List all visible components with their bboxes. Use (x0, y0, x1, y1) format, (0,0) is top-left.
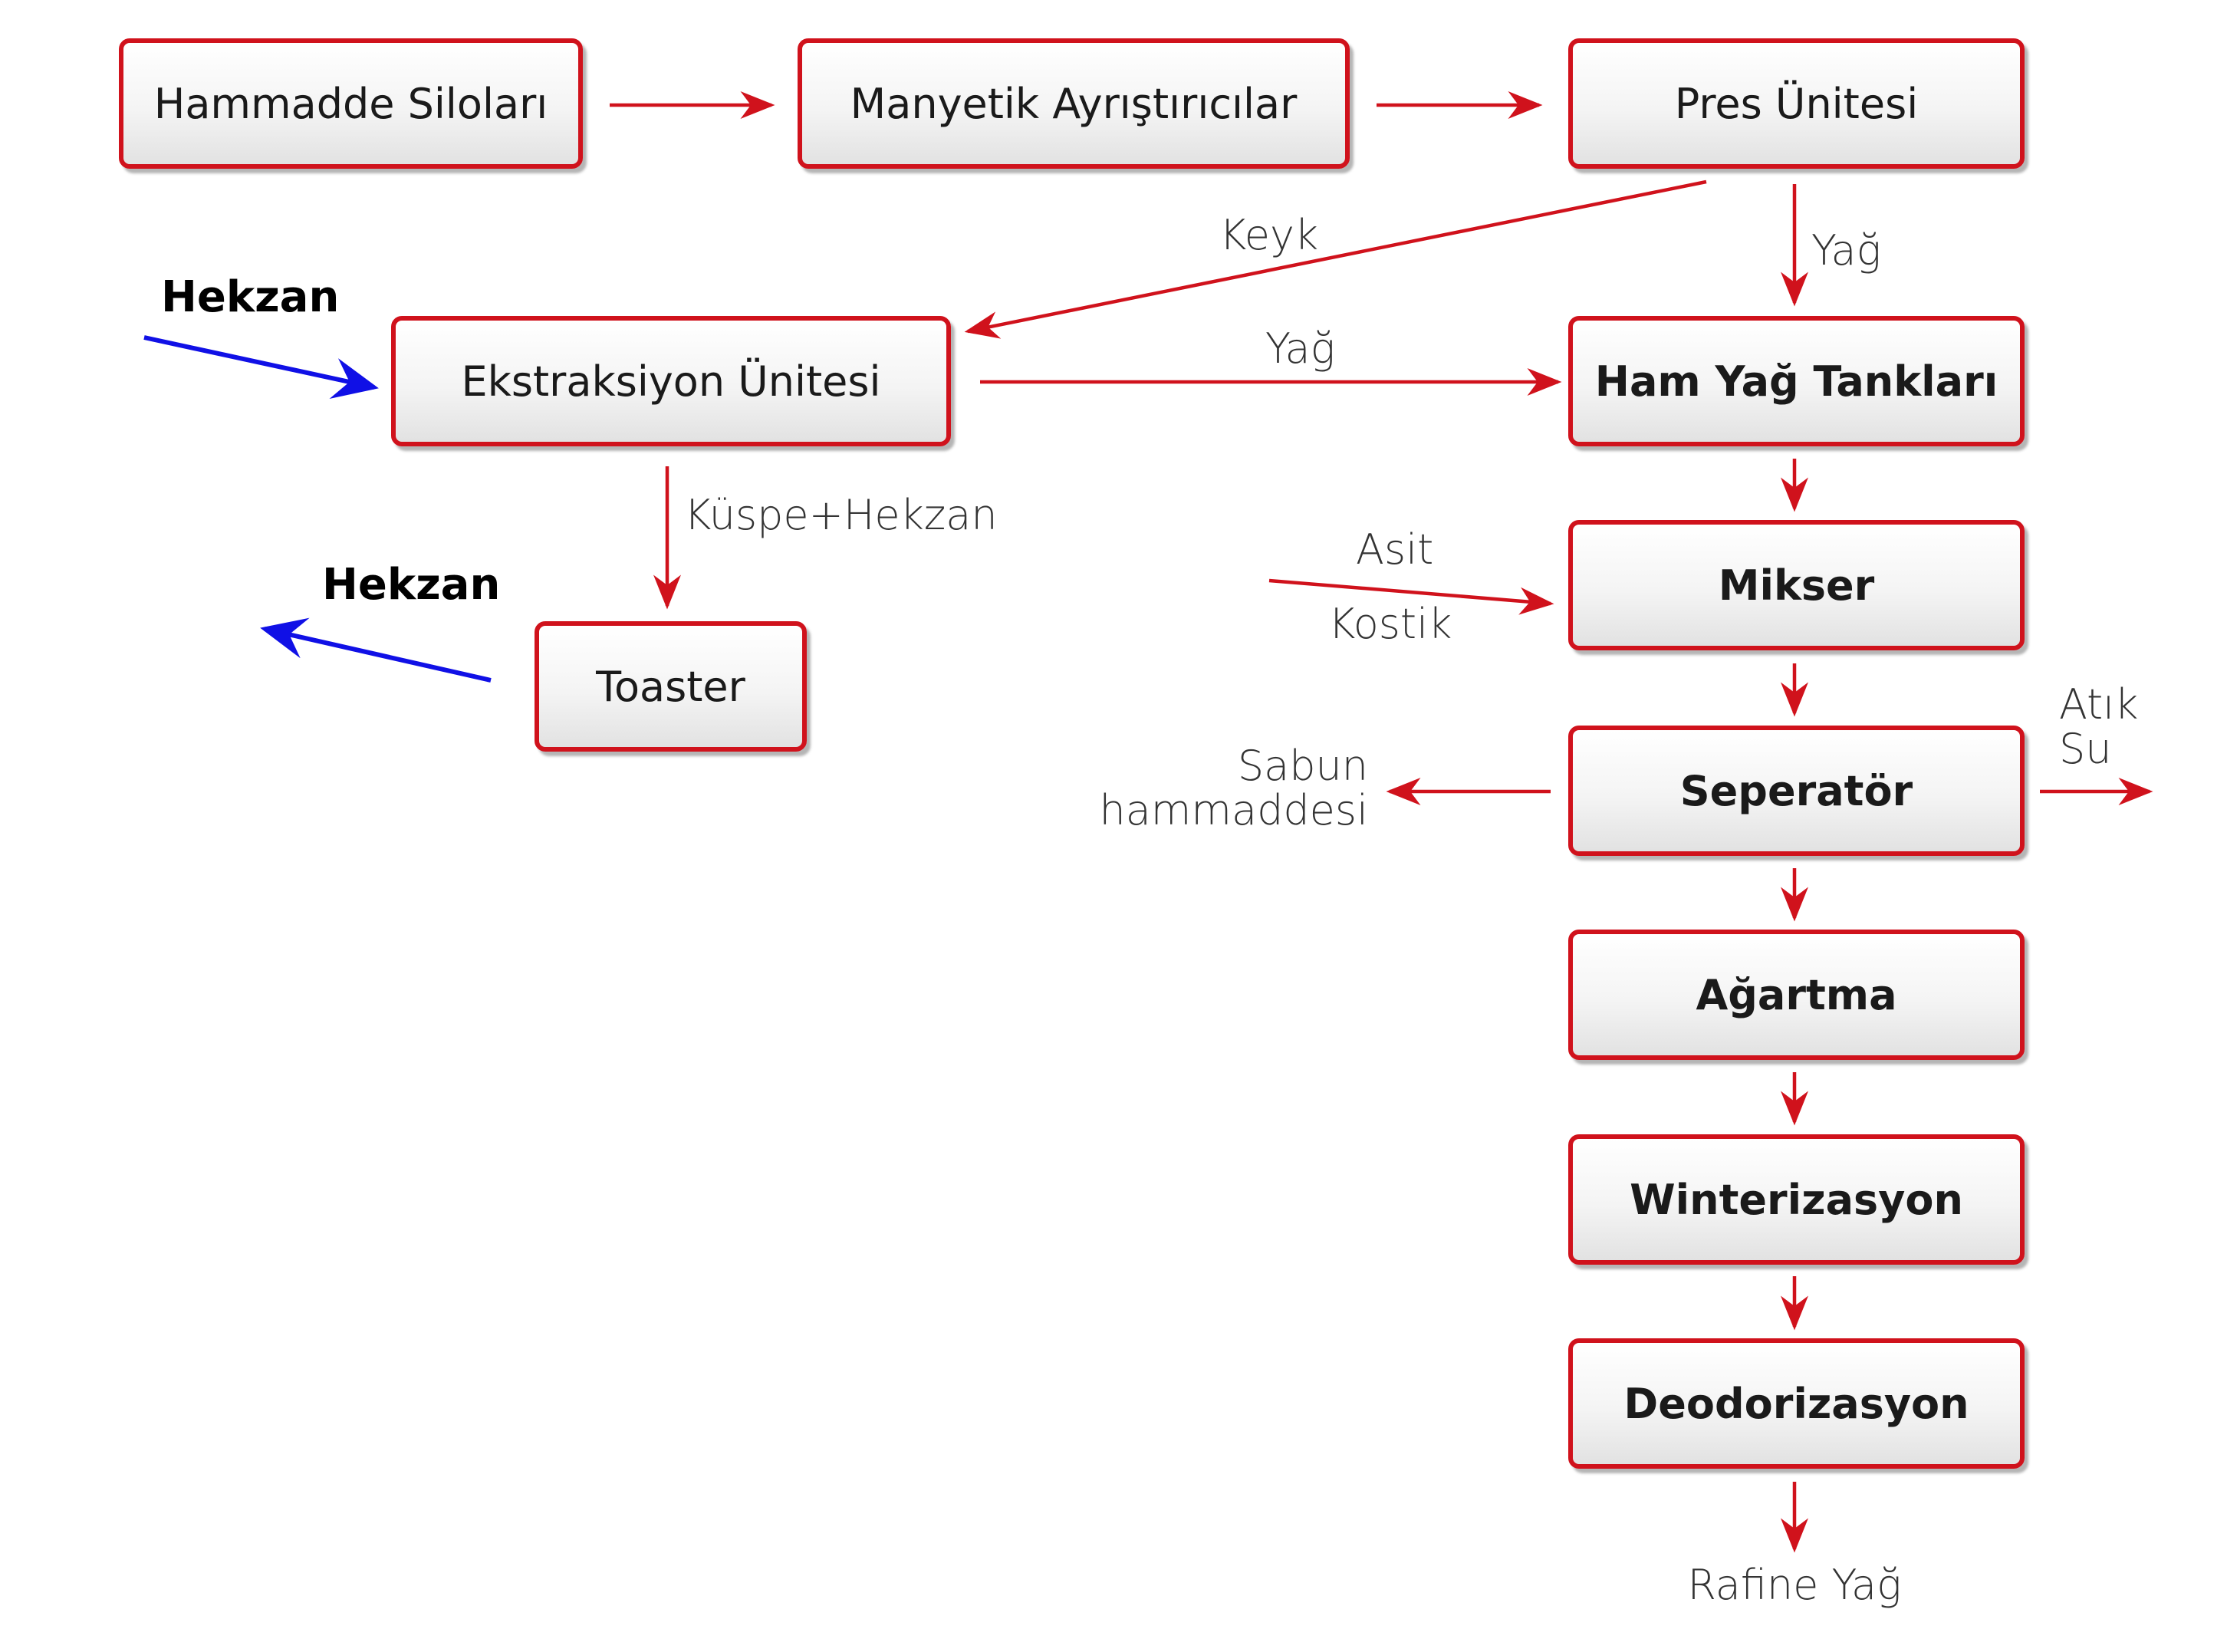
node-mikser: Mikser (1568, 520, 2025, 650)
label-kuspe-hekzan: Küspe+Hekzan (684, 491, 998, 539)
label-atik-line2: Su (2059, 725, 2112, 774)
arrow-hekzan-out (260, 617, 492, 683)
node-hammadde-silolari: Hammadde Siloları (119, 38, 583, 169)
node-agartma: Ağartma (1568, 930, 2025, 1060)
node-seperator: Seperatör (1568, 726, 2025, 856)
label-atik-line1: Atık (2059, 680, 2139, 729)
label-yag-pres: Yağ (1811, 226, 1882, 275)
node-toaster: Toaster (535, 621, 807, 752)
arrow-hekzan-in (143, 335, 379, 399)
label-kostik: Kostik (1328, 600, 1452, 648)
node-deodorizasyon: Deodorizasyon (1568, 1338, 2025, 1469)
label-rafine-yag: Rafine Yağ (1687, 1561, 1902, 1609)
node-pres-unitesi: Pres Ünitesi (1568, 38, 2025, 169)
label-hekzan-in: Hekzan (161, 272, 340, 322)
label-sabun-line1: Sabun (1237, 742, 1368, 790)
label-keyk: Keyk (1219, 211, 1319, 259)
node-ham-yag-tanklari: Ham Yağ Tankları (1568, 316, 2025, 446)
node-winterizasyon: Winterizasyon (1568, 1134, 2025, 1265)
label-atik-su: Atık Su (2059, 680, 2139, 774)
label-hekzan-out: Hekzan (322, 560, 501, 610)
node-ekstraksiyon-unitesi: Ekstraksiyon Ünitesi (391, 316, 951, 446)
arrow-reagents-to-mikser (1268, 578, 1554, 615)
node-manyetik-ayristiricilar: Manyetik Ayrıştırıcılar (798, 38, 1350, 169)
label-sabun-hammaddesi: Sabun hammaddesi (1099, 742, 1368, 835)
label-asit: Asit (1356, 525, 1434, 574)
label-yag-ekstraksiyon: Yağ (1265, 324, 1336, 373)
label-sabun-line2: hammaddesi (1099, 786, 1368, 835)
arrow-pres-to-ekstraksiyon (964, 179, 1707, 339)
